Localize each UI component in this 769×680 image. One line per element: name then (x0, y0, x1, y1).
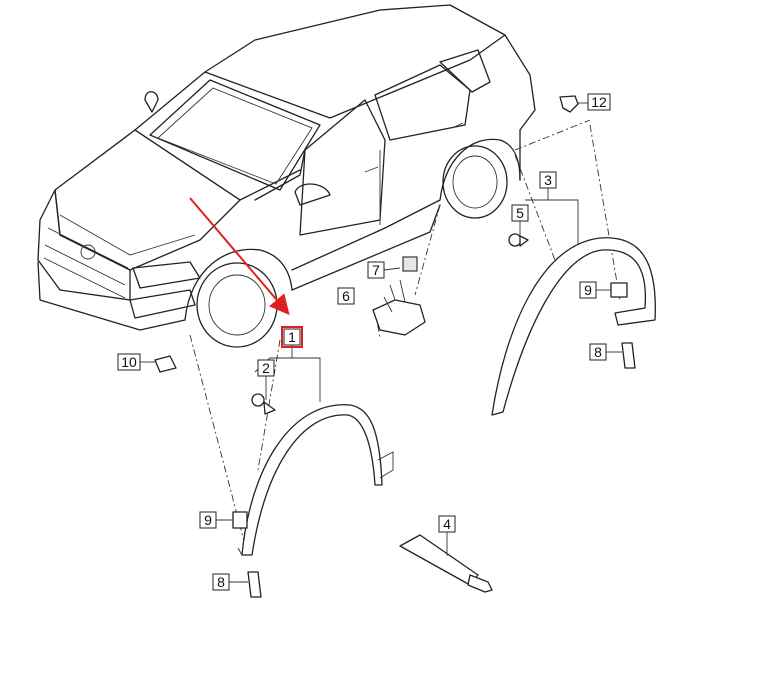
callout-6-label: 6 (342, 288, 350, 304)
callout-12-label: 12 (591, 94, 607, 110)
screw-5-icon (519, 235, 529, 247)
callout-5-label: 5 (516, 205, 524, 221)
callout-9-left: 9 (199, 511, 217, 529)
callout-2-label: 2 (262, 360, 270, 376)
callout-4-label: 4 (443, 516, 451, 532)
callout-3: 3 (539, 171, 557, 189)
callout-8-right-label: 8 (594, 344, 602, 360)
callout-4: 4 (438, 515, 456, 533)
screw-2-icon (263, 401, 276, 415)
callout-1-label: 1 (288, 329, 296, 345)
vehicle-illustration (37, 4, 536, 348)
callout-9-right-label: 9 (584, 282, 592, 298)
callout-1: 1 (281, 326, 303, 348)
bracket-part (372, 256, 426, 336)
callout-7: 7 (367, 261, 385, 279)
callout-9-right: 9 (579, 281, 597, 299)
washer-5-icon (508, 233, 522, 247)
callout-labels: 1 2 3 4 5 6 7 8 (117, 93, 611, 591)
callout-6: 6 (337, 287, 355, 305)
clip-12-icon (559, 95, 579, 113)
rear-wheel-arch-trim (491, 237, 656, 416)
callout-10-label: 10 (121, 354, 137, 370)
callout-2: 2 (257, 359, 275, 377)
callout-5: 5 (511, 204, 529, 222)
callout-8-left: 8 (212, 573, 230, 591)
callout-3-label: 3 (544, 172, 552, 188)
sealant-tube (399, 534, 493, 593)
clip-9-left-icon (232, 511, 248, 529)
clip-9-right-icon (610, 282, 628, 298)
clip-10-icon (154, 355, 177, 373)
washer-2-icon (251, 393, 265, 407)
callout-leaders (140, 102, 622, 583)
highlight-arrow (189, 197, 290, 316)
callout-9-left-label: 9 (204, 512, 212, 528)
callout-8-left-label: 8 (217, 574, 225, 590)
callout-10: 10 (117, 353, 141, 371)
highlight-box-1 (281, 326, 303, 348)
screw-8-left-icon (247, 571, 262, 598)
fasteners (154, 95, 636, 598)
screw-8-right-icon (621, 342, 636, 369)
callout-7-label: 7 (372, 262, 380, 278)
callout-8-right: 8 (589, 343, 607, 361)
callout-12: 12 (587, 93, 611, 111)
front-wheel-arch-trim (237, 404, 394, 556)
